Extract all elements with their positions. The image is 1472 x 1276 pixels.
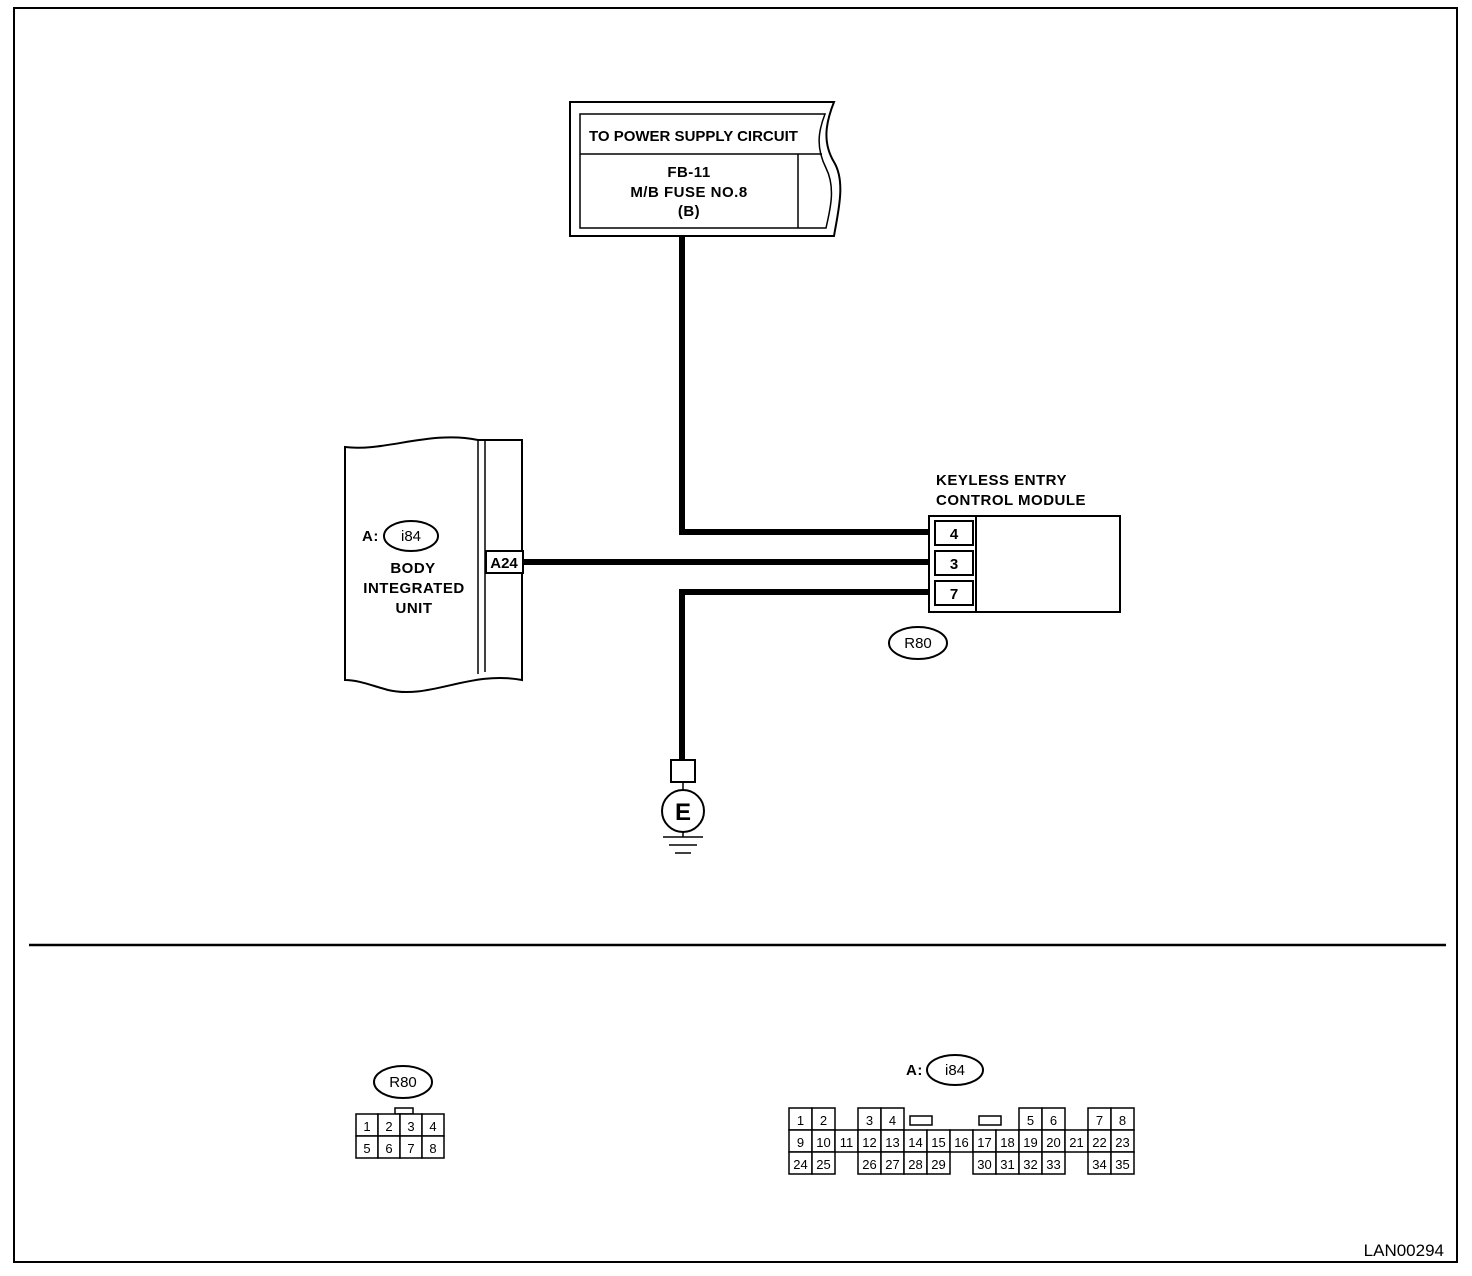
i84-pin-30: 30	[977, 1157, 991, 1172]
ground-wire	[679, 589, 928, 760]
i84-pin-34: 34	[1092, 1157, 1106, 1172]
wires	[523, 236, 928, 760]
i84-pin-29-cell	[926, 1151, 951, 1175]
i84-pin-14: 14	[908, 1135, 922, 1150]
i84-pin-13: 13	[885, 1135, 899, 1150]
r80-pin-8: 8	[429, 1141, 436, 1156]
body-unit-name-3: UNIT	[396, 600, 433, 617]
i84-pin-31: 31	[1000, 1157, 1014, 1172]
body-unit-terminal: A24	[490, 555, 518, 572]
connector-r80-code: R80	[389, 1074, 417, 1091]
i84-pin-20: 20	[1046, 1135, 1060, 1150]
i84-pin-2: 2	[820, 1113, 827, 1128]
i84-pin-26: 26	[862, 1157, 876, 1172]
i84-pin-7: 7	[1096, 1113, 1103, 1128]
i84-pin-17: 17	[977, 1135, 991, 1150]
i84-pin-35: 35	[1115, 1157, 1129, 1172]
i84-pin-28: 28	[908, 1157, 922, 1172]
i84-pin-22: 22	[1092, 1135, 1106, 1150]
power-supply-block: TO POWER SUPPLY CIRCUIT FB-11 M/B FUSE N…	[569, 101, 842, 237]
i84-pin-1: 1	[797, 1113, 804, 1128]
keyless-module-name-2: CONTROL MODULE	[936, 492, 1086, 509]
i84-pin-6: 6	[1050, 1113, 1057, 1128]
keyless-entry-module: KEYLESS ENTRY CONTROL MODULE 4 3 7 R80	[888, 472, 1121, 660]
i84-pin-33-cell	[1041, 1151, 1066, 1175]
figure-code: LAN00294	[1364, 1241, 1444, 1260]
fuse-name: M/B FUSE NO.8	[630, 184, 747, 201]
fuse-wire-color: (B)	[678, 203, 700, 220]
power-supply-header: TO POWER SUPPLY CIRCUIT	[589, 128, 798, 145]
fuse-id: FB-11	[667, 164, 710, 181]
r80-pin-3: 3	[407, 1119, 414, 1134]
i84-pin-24: 24	[793, 1157, 807, 1172]
keyless-pin-2: 3	[950, 556, 958, 573]
i84-pin-21: 21	[1069, 1135, 1083, 1150]
r80-pin-2: 2	[385, 1119, 392, 1134]
power-wire	[679, 236, 928, 535]
i84-pin-23: 23	[1115, 1135, 1129, 1150]
keyless-pin-3: 7	[950, 586, 958, 603]
page-frame	[13, 7, 1458, 1263]
keyless-pin-1: 4	[950, 526, 959, 543]
i84-pin-8: 8	[1119, 1113, 1126, 1128]
body-integrated-unit: A: i84 BODY INTEGRATED UNIT A24	[344, 436, 524, 694]
keyless-connector-oval	[888, 626, 948, 660]
r80-pin-8-cell	[421, 1135, 445, 1159]
ground-symbol: E	[661, 759, 705, 854]
r80-pin-6: 6	[385, 1141, 392, 1156]
i84-pin-4: 4	[889, 1113, 896, 1128]
body-unit-connector-oval	[383, 520, 439, 552]
i84-pin-27: 27	[885, 1157, 899, 1172]
body-unit-connector-prefix: A:	[362, 528, 379, 545]
i84-pin-25: 25	[816, 1157, 830, 1172]
connector-i84-code: i84	[945, 1062, 965, 1079]
keyless-connector-code: R80	[904, 635, 932, 652]
r80-pin-4: 4	[429, 1119, 436, 1134]
i84-pin-3: 3	[866, 1113, 873, 1128]
i84-pin-19: 19	[1023, 1135, 1037, 1150]
i84-pin-5: 5	[1027, 1113, 1034, 1128]
i84-pin-32: 32	[1023, 1157, 1037, 1172]
body-unit-connector-code: i84	[401, 528, 421, 545]
i84-pin-29: 29	[931, 1157, 945, 1172]
i84-pin-12: 12	[862, 1135, 876, 1150]
body-unit-name-2: INTEGRATED	[363, 580, 464, 597]
r80-pin-1: 1	[363, 1119, 370, 1134]
ground-label: E	[675, 799, 691, 826]
i84-pin-16: 16	[954, 1135, 968, 1150]
i84-pin-33: 33	[1046, 1157, 1060, 1172]
i84-pin-11: 11	[840, 1135, 854, 1150]
body-unit-name-1: BODY	[390, 560, 435, 577]
i84-pin-25-cell	[811, 1151, 836, 1175]
i84-pin-35-cell	[1110, 1151, 1135, 1175]
i84-pin-15: 15	[931, 1135, 945, 1150]
i84-pin-9: 9	[797, 1135, 804, 1150]
i84-pin-10: 10	[816, 1135, 830, 1150]
r80-pin-5: 5	[363, 1141, 370, 1156]
r80-pin-7: 7	[407, 1141, 414, 1156]
keyless-module-name-1: KEYLESS ENTRY	[936, 472, 1067, 489]
connector-i84-prefix: A:	[906, 1062, 923, 1079]
i84-pin-18: 18	[1000, 1135, 1014, 1150]
